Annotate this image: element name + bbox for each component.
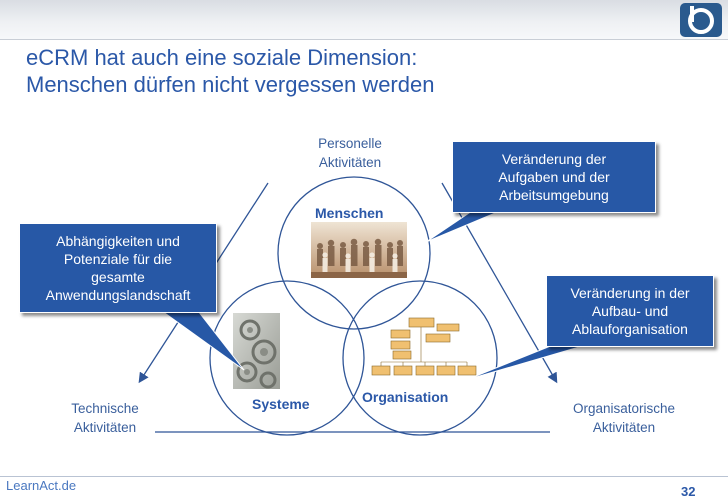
label-personelle-line-2: Aktivitäten	[318, 155, 382, 170]
circle-organisation	[342, 280, 498, 436]
edge-top-right	[441, 182, 558, 384]
label-personelle-line-1: Personelle	[318, 136, 382, 151]
callout-abhaengigkeiten-pointer	[160, 310, 245, 371]
title-line-2: Menschen dürfen nicht vergessen werden	[26, 72, 435, 97]
callout-abhaengigkeiten: Abhängigkeiten und Potenziale für die ge…	[19, 223, 217, 313]
callout-aufgaben-pointer	[425, 210, 501, 243]
people-image	[311, 222, 407, 278]
label-personelle-aktivitaeten: Personelle Aktivitäten	[296, 134, 404, 172]
label-organisatorische-aktivitaeten: Organisatorische Aktivitäten	[556, 399, 692, 437]
page-number: 32	[681, 484, 696, 499]
callout-organisation-line-3: Ablauforganisation	[572, 321, 688, 337]
header-bar	[0, 0, 728, 39]
callout-abhaengigkeiten-line-4: Anwendungslandschaft	[45, 287, 191, 303]
gears-image	[233, 313, 280, 389]
callout-aufgaben-line-2: Aufgaben und der	[498, 169, 610, 185]
callout-aufgaben-line-3: Arbeitsumgebung	[499, 187, 609, 203]
callout-abhaengigkeiten-line-2: Potenziale für die	[63, 251, 173, 267]
callout-organisation-line-2: Aufbau- und	[591, 303, 669, 319]
org-chart-image	[371, 317, 477, 376]
title-line-1: eCRM hat auch eine soziale Dimension:	[26, 45, 418, 70]
callout-abhaengigkeiten-line-3: gesamte	[91, 269, 145, 285]
circle-label-menschen: Menschen	[315, 205, 384, 221]
logo	[680, 3, 722, 37]
slide-title: eCRM hat auch eine soziale Dimension: Me…	[26, 44, 434, 98]
footer-brand: LearnAct.de	[6, 478, 77, 493]
logo-icon	[688, 6, 714, 34]
label-technische-aktivitaeten: Technische Aktivitäten	[50, 399, 160, 437]
circle-label-systeme: Systeme	[252, 396, 310, 412]
callout-organisation: Veränderung in der Aufbau- und Ablauforg…	[546, 275, 714, 347]
label-organisatorische-line-2: Aktivitäten	[592, 420, 656, 435]
callout-aufgaben-line-1: Veränderung der	[501, 151, 607, 167]
footer-divider	[0, 476, 728, 477]
callout-aufgaben: Veränderung der Aufgaben und der Arbeits…	[452, 141, 656, 213]
circle-label-organisation: Organisation	[362, 389, 449, 405]
callout-organisation-line-1: Veränderung in der	[570, 285, 690, 301]
circle-systeme	[209, 280, 365, 436]
label-organisatorische-line-1: Organisatorische	[572, 401, 676, 416]
label-technische-line-2: Aktivitäten	[73, 420, 137, 435]
callout-organisation-pointer	[465, 344, 587, 381]
callout-abhaengigkeiten-line-1: Abhängigkeiten und	[56, 233, 180, 249]
header-divider	[0, 39, 728, 40]
label-technische-line-1: Technische	[71, 401, 139, 416]
